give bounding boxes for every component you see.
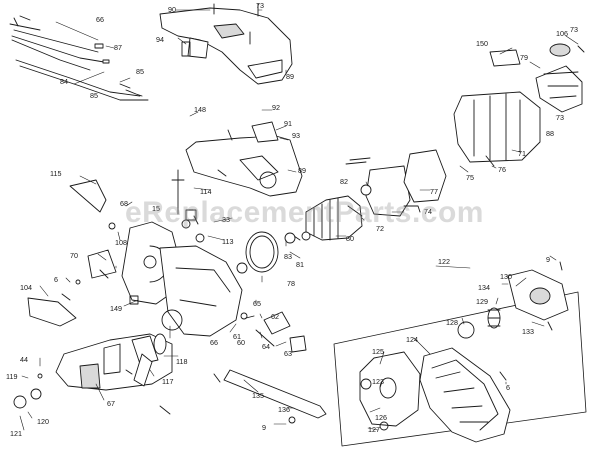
part-number-label: 72 [376, 224, 384, 233]
part-number-label: 61 [233, 332, 241, 341]
part-number-label: 74 [424, 207, 432, 216]
part-number-label: 85 [136, 67, 144, 76]
part-number-label: 119 [6, 372, 17, 381]
leader-lines [19, 9, 579, 431]
motor-housing [453, 43, 585, 167]
part-number-label: 81 [296, 260, 304, 269]
part-number-label: 66 [210, 338, 218, 347]
part-number-label: 68 [120, 199, 128, 208]
part-number-label: 6 [506, 383, 510, 392]
part-number-label: 83 [284, 252, 292, 261]
part-number-label: 9 [262, 423, 266, 432]
part-number-label: 93 [292, 131, 300, 140]
part-number-label: 63 [284, 349, 292, 358]
part-number-label: 133 [522, 327, 534, 336]
part-number-label: 88 [546, 129, 554, 138]
part-number-label: 73 [556, 113, 564, 122]
part-number-label: 73 [570, 25, 578, 34]
part-number-label: 134 [478, 283, 490, 292]
part-number-label: 44 [20, 355, 28, 364]
part-number-label: 113 [222, 237, 233, 246]
part-number-label: 124 [406, 335, 418, 344]
blade-guard [159, 245, 243, 337]
gear-housing [185, 121, 303, 197]
part-number-label: 123 [372, 377, 384, 386]
lower-guard-inset [333, 261, 587, 447]
part-number-label: 127 [368, 425, 380, 434]
part-number-label: 115 [50, 169, 61, 178]
part-number-label: 129 [476, 297, 488, 306]
part-number-label: 84 [60, 77, 68, 86]
part-number-label: 89 [298, 166, 306, 175]
motor-field [345, 149, 447, 217]
part-number-label: 91 [284, 119, 292, 128]
part-number-label: 71 [518, 149, 526, 158]
part-number-label: 65 [253, 299, 261, 308]
part-number-label: 64 [262, 342, 270, 351]
part-number-label: 94 [156, 35, 164, 44]
part-number-label: 108 [115, 238, 127, 247]
part-number-label: 114 [200, 187, 211, 196]
part-number-label: 60 [237, 338, 245, 347]
part-number-label: 120 [37, 417, 49, 426]
part-number-label: 62 [271, 312, 279, 321]
part-number-label: 80 [346, 234, 354, 243]
part-number-label: 76 [498, 165, 506, 174]
motor-end-assembly [13, 333, 173, 409]
part-number-label: 148 [194, 105, 206, 114]
part-number-label: 135 [252, 391, 264, 400]
part-number-label: 73 [256, 1, 264, 10]
armature [284, 195, 363, 244]
part-number-label: 67 [107, 399, 115, 408]
part-number-label: 9 [546, 255, 550, 264]
power-cords [9, 15, 149, 101]
part-number-label: 149 [110, 304, 122, 313]
part-number-label: 122 [438, 257, 450, 266]
part-number-label: 82 [340, 177, 348, 186]
part-number-label: 121 [10, 429, 22, 438]
part-number-label: 78 [287, 279, 295, 288]
part-number-label: 150 [476, 39, 488, 48]
part-number-label: 89 [286, 72, 294, 81]
part-number-label: 79 [520, 53, 528, 62]
part-number-label: 15 [152, 204, 160, 213]
part-number-label: 130 [500, 272, 512, 281]
part-number-label: 85 [90, 91, 98, 100]
part-number-label: 70 [70, 251, 78, 260]
part-number-label: 117 [162, 377, 173, 386]
part-number-label: 136 [278, 405, 290, 414]
part-number-label: 104 [20, 283, 32, 292]
part-number-label: 126 [375, 413, 387, 422]
part-number-label: 75 [466, 173, 474, 182]
part-number-label: 128 [446, 318, 458, 327]
part-number-label: 33 [222, 215, 230, 224]
part-number-label: 118 [176, 357, 187, 366]
part-number-label: 125 [372, 347, 384, 356]
wrench [213, 369, 327, 424]
small-parts-center [159, 215, 307, 415]
handle-housing [159, 3, 293, 85]
part-number-label: 87 [114, 43, 122, 52]
part-number-label: 6 [54, 275, 58, 284]
part-number-label: 90 [168, 5, 176, 14]
part-number-label: 77 [430, 187, 438, 196]
part-number-label: 92 [272, 103, 280, 112]
small-parts-left [27, 169, 248, 327]
part-number-label: 66 [96, 15, 104, 24]
part-number-label: 106 [556, 29, 568, 38]
gear-ring [236, 231, 279, 274]
